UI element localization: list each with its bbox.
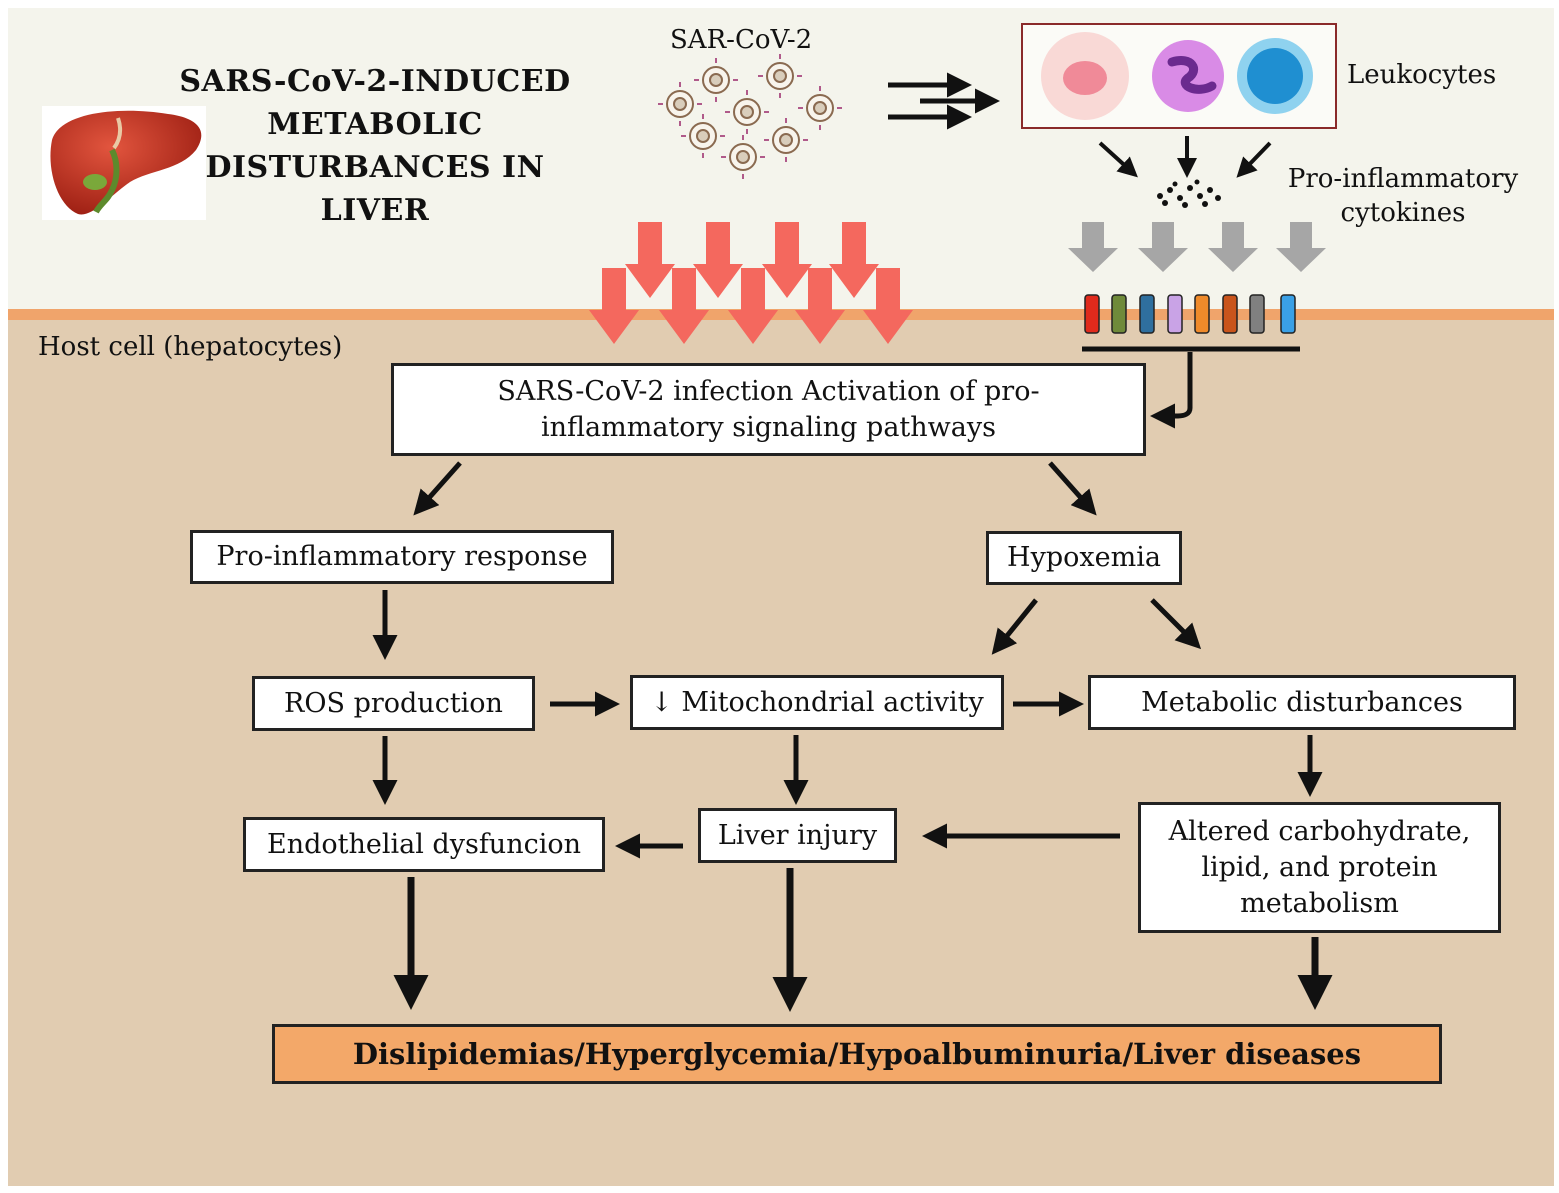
virus-to-leukocytes-arrows [888,72,1000,130]
flow-arrows [372,461,1323,859]
cell-membrane [8,309,1554,320]
cytokines-label: Pro-inflammatory cytokines [1287,164,1519,228]
virus-spikes [658,54,842,179]
leukocytes-to-cytokines-arrows [1098,136,1272,178]
receptor-icon [1084,294,1296,334]
neutrophil-icon [1152,40,1224,112]
lymphocyte-icon [1237,38,1313,114]
virus-particle [733,98,761,126]
ros-production-box: ROS production [252,676,535,731]
virus-particle [702,66,730,94]
outcome-box: Dislipidemias/Hyperglycemia/Hypoalbuminu… [272,1024,1442,1084]
hypoxemia-box: Hypoxemia [986,531,1182,585]
macrophage-icon [1041,32,1129,120]
liver-icon [42,106,206,220]
liver-injury-box: Liver injury [698,808,897,863]
virus-entry-arrows [589,222,913,344]
proinflammatory-response-box: Pro-inflammatory response [190,530,614,584]
virus-particle [772,126,800,154]
virus-particle [806,94,834,122]
leukocytes-label: Leukocytes [1347,60,1497,90]
virus-particle [766,62,794,90]
mitochondrial-activity-box: ↓ Mitochondrial activity [630,675,1004,730]
virus-icon [666,62,834,171]
cytokine-arrows [1068,222,1326,272]
virus-particle [689,122,717,150]
virus-particle [666,90,694,118]
outcome-arrows [393,868,1333,1012]
endothelial-dysfunction-box: Endothelial dysfuncion [243,817,605,872]
diagram-title: SARS-CoV-2-INDUCED METABOLIC DISTURBANCE… [179,64,571,228]
virus-particle [729,143,757,171]
virus-label: SAR-CoV-2 [670,25,813,55]
receptor-to-infection-arrow [1150,352,1193,429]
host-cell-label: Host cell (hepatocytes) [38,332,343,362]
metabolic-disturbances-box: Metabolic disturbances [1088,675,1516,730]
altered-metabolism-box: Altered carbohydrate, lipid, and protein… [1138,802,1501,933]
infection-box: SARS-CoV-2 infection Activation of pro-i… [391,363,1146,456]
cytokine-dots-icon [1157,179,1221,208]
